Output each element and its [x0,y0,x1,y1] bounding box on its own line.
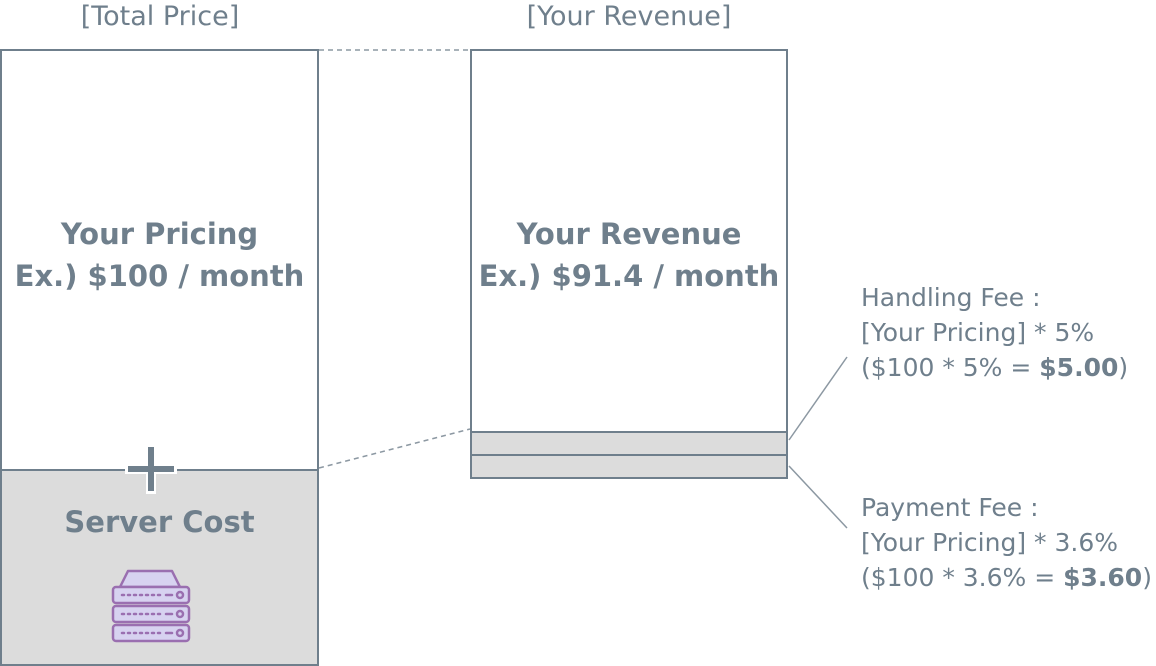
payment-fee-annotation: Payment Fee : [Your Pricing] * 3.6% ($10… [861,490,1152,595]
payment-fee-calc: ($100 * 3.6% = $3.60) [861,560,1152,595]
payment-fee-title: Payment Fee : [861,493,1039,522]
payment-fee-bar [472,454,786,477]
payment-fee-amount: $3.60 [1063,563,1143,592]
pricing-example: Ex.) $100 / month [14,259,305,293]
your-revenue-box: Your Revenue Ex.) $91.4 / month [470,49,788,479]
bottom-dashed-connector [318,428,471,469]
payment-fee-formula: [Your Pricing] * 3.6% [861,528,1118,557]
payment-fee-calc-prefix: ($100 * 3.6% = [861,563,1064,592]
your-revenue-header: [Your Revenue] [526,1,732,32]
payment-fee-leader [788,465,848,529]
revenue-example: Ex.) $91.4 / month [478,259,780,293]
server-cost-label: Server Cost [64,505,255,539]
handling-fee-amount: $5.00 [1039,353,1119,382]
handling-fee-calc: ($100 * 5% = $5.00) [861,350,1128,385]
total-price-header: [Total Price] [80,1,240,32]
payment-fee-calc-suffix: ) [1142,563,1152,592]
total-price-box: Your Pricing Ex.) $100 / month Server Co… [0,49,319,666]
handling-fee-formula: [Your Pricing] * 5% [861,318,1095,347]
server-cost-section: Server Cost [2,469,317,664]
revenue-section: Your Revenue Ex.) $91.4 / month [472,51,786,431]
handling-fee-calc-suffix: ) [1118,353,1129,382]
handling-fee-annotation: Handling Fee : [Your Pricing] * 5% ($100… [861,280,1128,385]
revenue-title: Your Revenue [516,217,742,251]
handling-fee-bar [472,431,786,456]
pricing-section: Your Pricing Ex.) $100 / month [2,51,317,469]
server-icon [111,569,191,643]
pricing-title: Your Pricing [60,217,259,251]
handling-fee-calc-prefix: ($100 * 5% = [861,353,1040,382]
handling-fee-leader [788,356,848,441]
plus-icon [125,444,177,494]
handling-fee-title: Handling Fee : [861,283,1041,312]
